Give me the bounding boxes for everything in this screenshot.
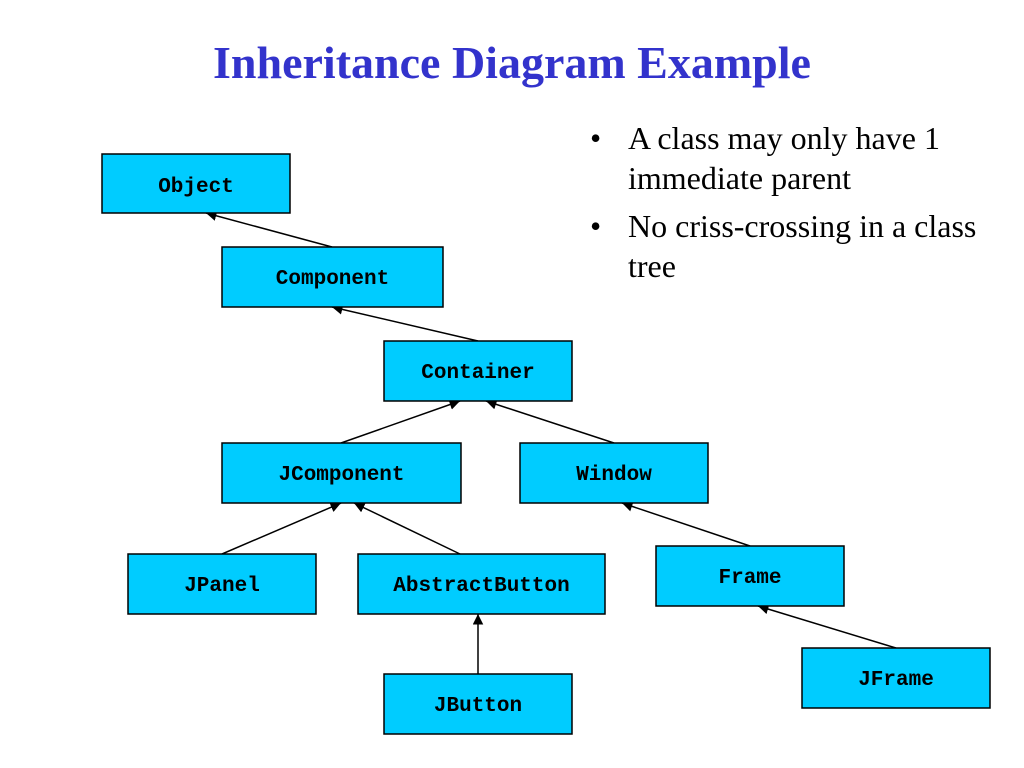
class-label-window: Window (576, 464, 652, 487)
bullet-icon: • (590, 120, 602, 156)
bullet-text: A class may only have 1 immediate parent (628, 120, 940, 196)
inheritance-edges (205, 210, 897, 674)
bullet-list: • A class may only have 1 immediate pare… (590, 118, 1010, 294)
inheritance-arrow-frame (621, 501, 751, 547)
slide-title: Inheritance Diagram Example (213, 37, 811, 88)
class-node-jcomponent: JComponent (221, 442, 462, 504)
class-box-object (101, 153, 291, 214)
class-box-abstractbutton (357, 553, 606, 615)
inheritance-arrow-jcomponent (340, 399, 461, 444)
class-box-container (383, 340, 573, 402)
class-node-component: Component (221, 246, 444, 308)
class-box-window (519, 442, 709, 504)
class-label-jcomponent: JComponent (278, 464, 404, 487)
bullet-text: No criss-crossing in a class tree (628, 208, 977, 284)
class-label-abstractbutton: AbstractButton (393, 575, 569, 598)
inheritance-arrow-abstractbutton (353, 502, 461, 555)
class-node-frame: Frame (655, 545, 845, 607)
class-label-jbutton: JButton (434, 695, 522, 718)
class-node-container: Container (383, 340, 573, 402)
class-box-component (221, 246, 444, 308)
class-node-jpanel: JPanel (127, 553, 317, 615)
bullet-icon: • (590, 208, 602, 244)
bullet-item: • A class may only have 1 immediate pare… (590, 118, 1010, 198)
inheritance-arrow-component (205, 210, 333, 248)
inheritance-arrow-jpanel (221, 502, 342, 555)
class-box-frame (655, 545, 845, 607)
bullet-item: • No criss-crossing in a class tree (590, 206, 1010, 286)
class-node-object: Object (101, 153, 291, 214)
inheritance-arrow-jframe (757, 604, 897, 649)
class-node-jbutton: JButton (383, 673, 573, 735)
class-node-jframe: JFrame (801, 647, 991, 709)
class-label-container: Container (421, 362, 534, 385)
class-label-frame: Frame (718, 567, 781, 590)
class-label-object: Object (158, 176, 234, 199)
class-node-abstractbutton: AbstractButton (357, 553, 606, 615)
inheritance-arrow-window (485, 399, 615, 444)
class-label-jpanel: JPanel (184, 575, 260, 598)
class-node-window: Window (519, 442, 709, 504)
class-box-jpanel (127, 553, 317, 615)
class-box-jbutton (383, 673, 573, 735)
class-box-jframe (801, 647, 991, 709)
class-label-jframe: JFrame (858, 669, 934, 692)
class-box-jcomponent (221, 442, 462, 504)
class-label-component: Component (276, 268, 389, 291)
inheritance-arrow-container (331, 304, 479, 342)
